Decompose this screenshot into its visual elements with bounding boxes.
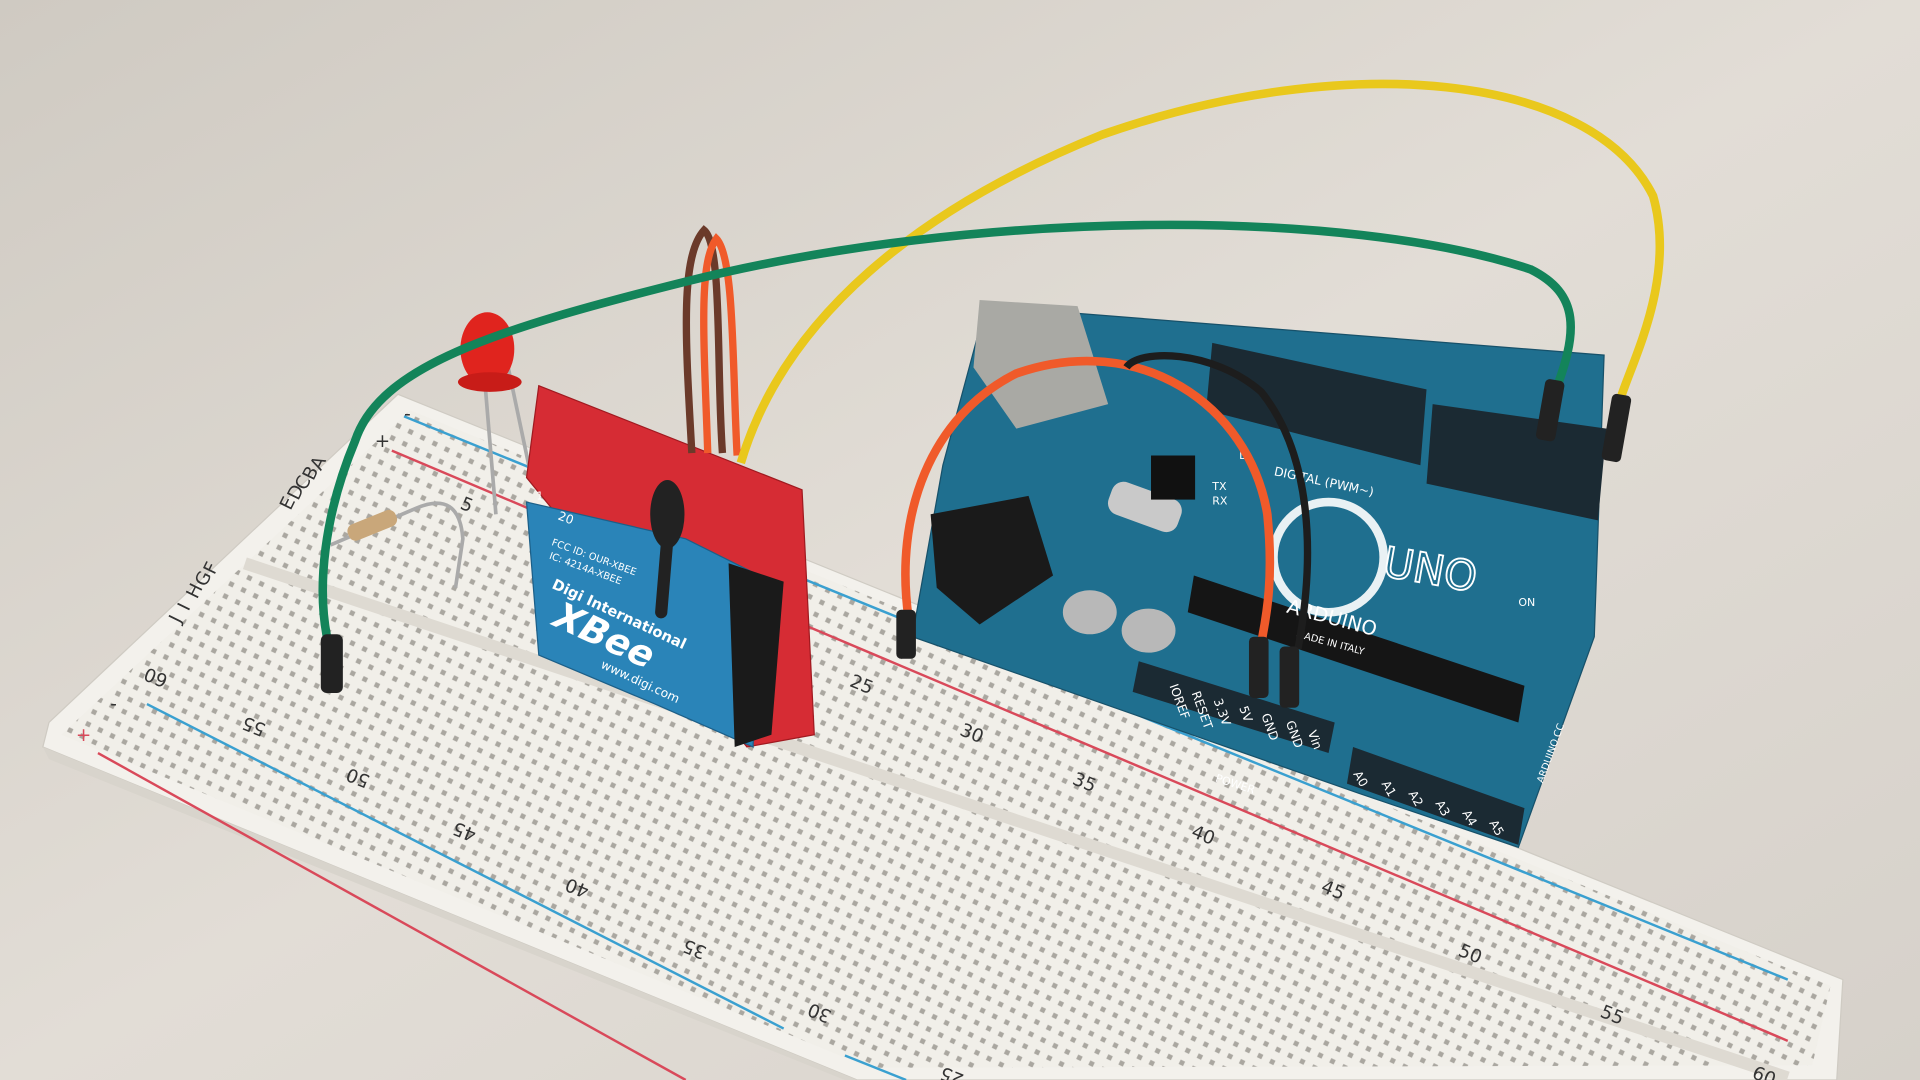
breadboard-holes: [61, 410, 1831, 1068]
wire-end: [320, 634, 343, 694]
arduino-uno-board: UNO ARDUINO MADE IN ITALY DIGITAL (PWM~)…: [911, 300, 1607, 849]
wire-end: [1601, 393, 1632, 463]
pin-label: 5V: [1236, 704, 1255, 725]
wire-brown: [682, 225, 727, 454]
rail-red-front: [97, 751, 687, 1080]
wire-yellow: [736, 79, 1665, 465]
xbee-pin-20: 20: [556, 509, 575, 527]
rail-blue-front: [146, 702, 785, 1030]
rx-label: RX: [1212, 494, 1228, 507]
resistor: [329, 501, 465, 589]
rail-sign: +: [76, 725, 91, 746]
wire-orange-xbee: [700, 233, 741, 456]
usb-chip: [1151, 455, 1196, 500]
pin-label: A2: [1406, 788, 1426, 809]
pin-label: A1: [1379, 778, 1399, 799]
digital-header: [1426, 404, 1607, 521]
wire-end: [896, 609, 916, 659]
xbee-pin-1: 1: [536, 490, 543, 503]
wire-black: [1123, 352, 1312, 650]
pin-label: A0: [1350, 768, 1370, 789]
pin-label: A5: [1486, 817, 1506, 838]
analog-pin-labels: A0 A1 A2 A3 A4 A5: [1350, 768, 1506, 838]
jumper-wires: [318, 79, 1665, 708]
pin-label: A3: [1433, 798, 1453, 819]
pin-label: Vin: [1305, 728, 1325, 751]
tx-label: TX: [1211, 480, 1227, 493]
crystal: [1107, 481, 1182, 533]
on-label: ON: [1518, 596, 1535, 609]
analog-header: [1346, 746, 1525, 845]
xbee-breakout: FCC ID: OUR-XBEE IC: 4214A-XBEE 1 20 Dig…: [525, 384, 815, 748]
rail-sign: +: [375, 431, 390, 452]
wire-end: [1248, 636, 1269, 698]
wire-green: [318, 220, 1575, 644]
breadboard: - + - + A B C D E F G H I J 5 25 30 35 4…: [42, 393, 1844, 1080]
atmega-chip: [1187, 575, 1525, 723]
digital-header: [1206, 342, 1427, 466]
xbee-antenna: [650, 480, 685, 549]
capacitor: [1121, 608, 1176, 653]
center-channel: [242, 557, 1790, 1080]
wire-end: [1279, 646, 1300, 708]
capacitor: [1062, 590, 1117, 635]
wire-orange-arduino: [901, 356, 1275, 644]
xbee-module: [525, 501, 760, 748]
power-header: [1132, 661, 1335, 754]
rail-sign: -: [404, 404, 411, 425]
wire-end: [1536, 379, 1565, 442]
rail-sign: -: [110, 694, 117, 715]
xbee-header: [728, 563, 784, 747]
power-jack: [930, 495, 1054, 625]
